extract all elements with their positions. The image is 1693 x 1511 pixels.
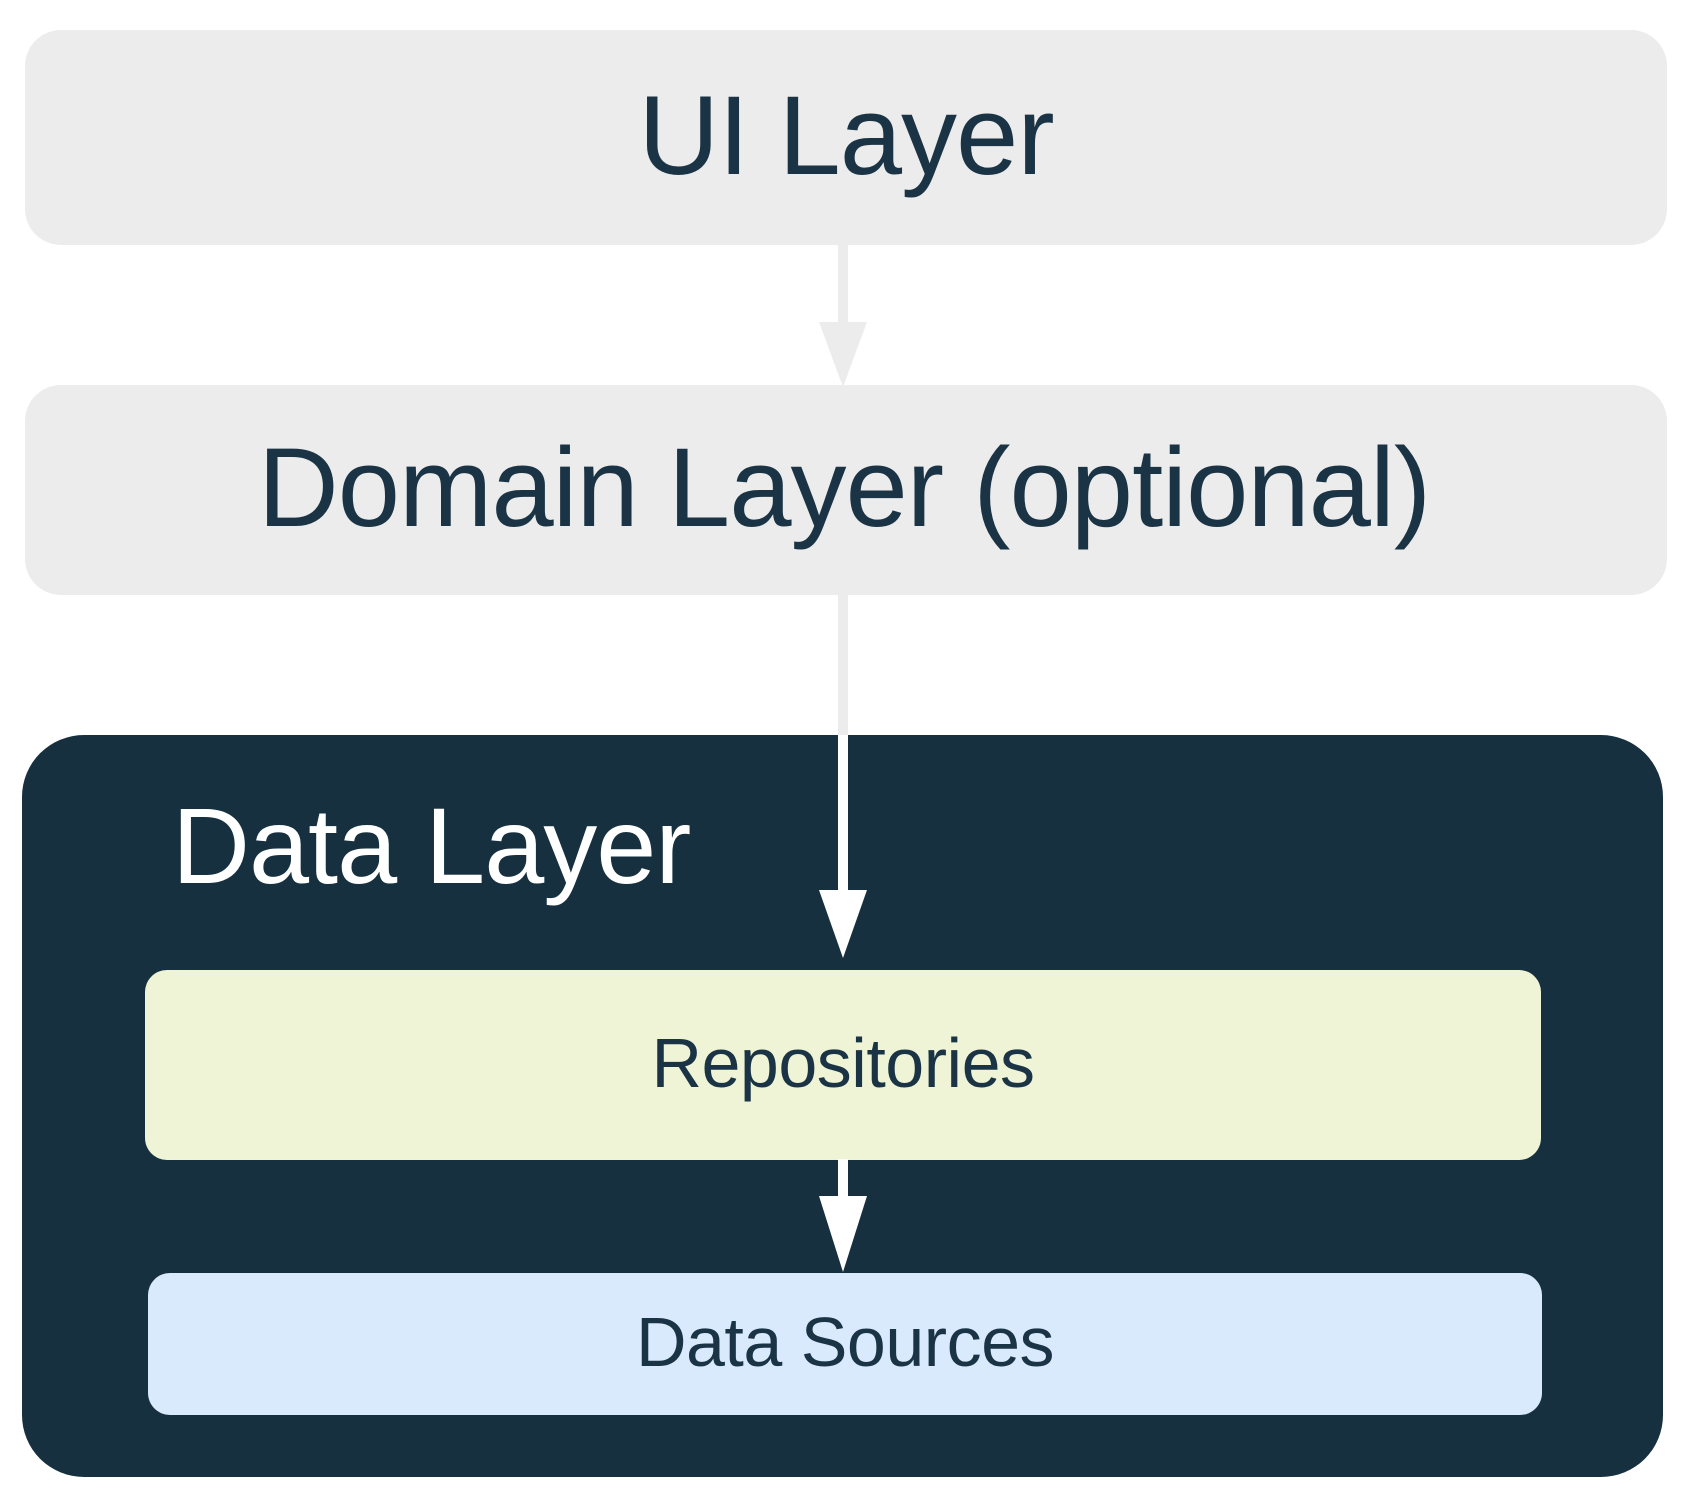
repositories-label: Repositories: [651, 1024, 1035, 1102]
data-layer-box[interactable]: Data Layer Repositories Data Sources: [22, 735, 1663, 1477]
ui-layer-label: UI Layer: [638, 72, 1054, 198]
data-sources-label: Data Sources: [635, 1303, 1055, 1381]
domain-layer-box[interactable]: Domain Layer (optional): [25, 385, 1667, 595]
domain-layer-label: Domain Layer (optional): [257, 425, 1431, 550]
data-sources-box[interactable]: Data Sources: [148, 1273, 1542, 1415]
repositories-box[interactable]: Repositories: [145, 970, 1541, 1160]
data-layer-label: Data Layer: [172, 785, 691, 906]
ui-layer-box[interactable]: UI Layer: [25, 30, 1667, 245]
